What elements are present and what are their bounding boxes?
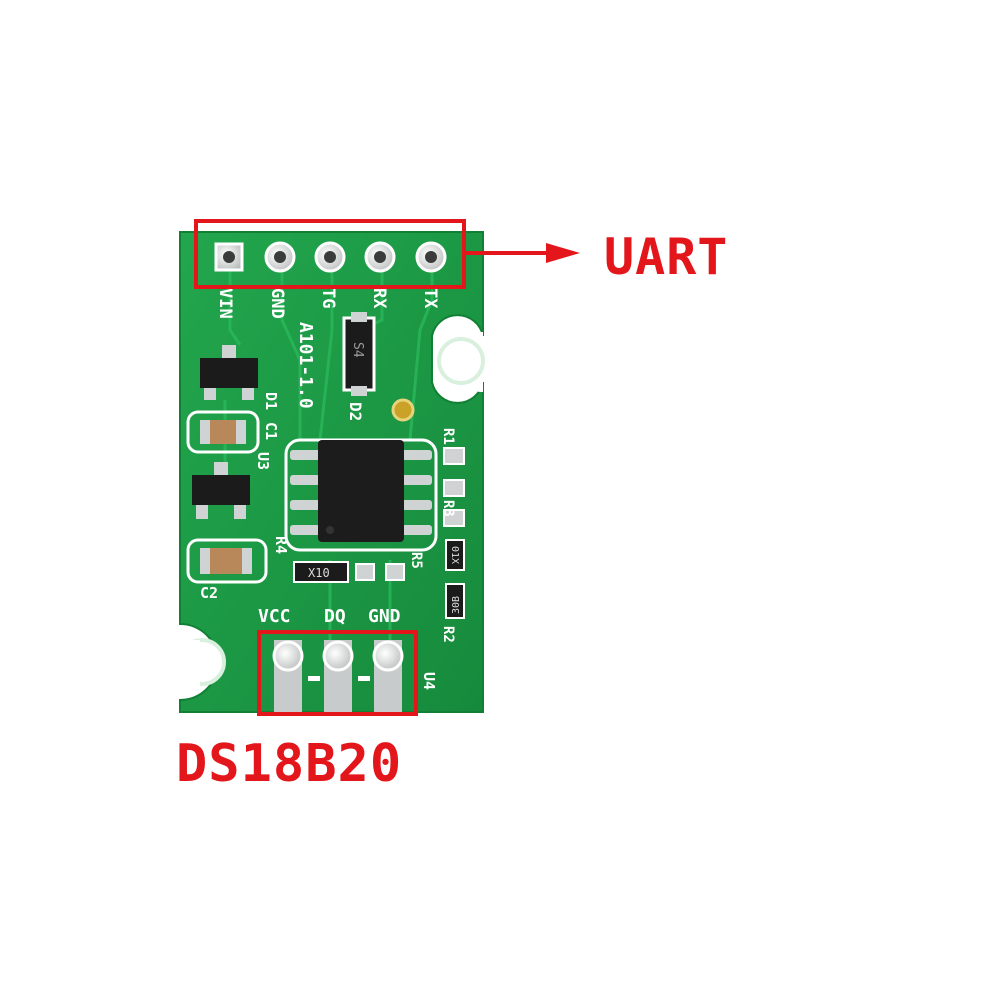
- main-ic-chip: R4: [272, 438, 438, 554]
- label-u3: U3: [254, 452, 272, 470]
- label-c1: C1: [262, 422, 280, 440]
- resistor-value-x10: X10: [308, 566, 330, 580]
- uart-header: [214, 241, 447, 273]
- via-pad: [391, 398, 415, 422]
- pin-label-vin: VIN: [215, 288, 235, 319]
- label-u4: U4: [420, 672, 438, 690]
- uart-arrow: [466, 243, 580, 263]
- transistor-u1: D1: [200, 345, 280, 410]
- label-d2: D2: [346, 402, 365, 421]
- label-c2: C2: [200, 584, 218, 602]
- label-r4: R4: [272, 536, 290, 554]
- ds18b20-highlight-box: [257, 630, 418, 716]
- pin-label-vcc: VCC: [258, 606, 291, 627]
- resistor-r5-row: X10 R5: [293, 552, 424, 583]
- label-d1: D1: [262, 392, 280, 410]
- pin-label-dq: DQ: [324, 606, 346, 627]
- pin-label-tg: TG: [318, 288, 338, 308]
- pin-label-gnd: GND: [267, 288, 287, 319]
- diode-d2: S4 D2: [342, 312, 376, 421]
- pin-label-tx: TX: [420, 288, 440, 309]
- mount-hole-right: [437, 337, 485, 385]
- capacitor-c1: C1: [186, 410, 280, 454]
- ds18b20-annotation-label: DS18B20: [176, 734, 403, 794]
- resistor-value-01x: 01X: [449, 546, 460, 564]
- ds18b20-pads: [272, 640, 404, 712]
- pin-label-gnd-bottom: GND: [368, 606, 401, 627]
- board-id-label: A101-1.0: [295, 322, 316, 409]
- uart-annotation-label: UART: [604, 228, 729, 286]
- label-r1: R1: [440, 428, 456, 445]
- capacitor-c2: C2: [186, 538, 268, 602]
- diode-marking: S4: [350, 342, 365, 358]
- label-r3: R3: [440, 500, 456, 517]
- label-r2: R2: [440, 626, 456, 643]
- label-r5: R5: [408, 552, 424, 569]
- uart-highlight-box: [194, 219, 466, 289]
- resistor-value-30b: 30B: [451, 596, 462, 614]
- top-pin-labels: VIN GND TG RX TX: [215, 288, 440, 319]
- transistor-u3: U3: [192, 452, 272, 519]
- resistor-column: 01X 30B R1 R3 R2: [440, 428, 465, 643]
- bottom-pin-labels: VCC DQ GND: [258, 606, 401, 627]
- pin-label-rx: RX: [369, 288, 389, 309]
